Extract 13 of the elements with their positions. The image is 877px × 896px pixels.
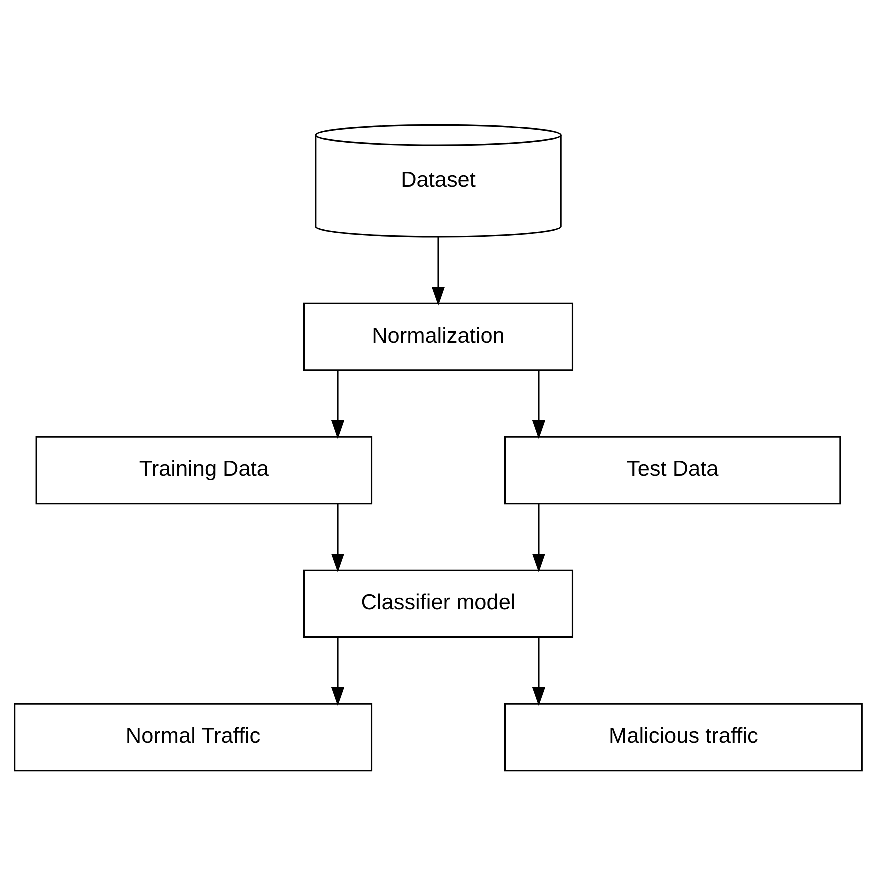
arrow [332, 370, 345, 440]
node-box: Malicious traffic [504, 703, 863, 772]
node-box: Normalization [303, 302, 574, 372]
arrow [332, 638, 345, 706]
arrow [532, 638, 546, 706]
arrow [432, 237, 446, 306]
node-box: Training Data [36, 436, 373, 505]
node-box: Normal Traffic [14, 703, 373, 772]
node-box: Classifier model [303, 570, 574, 638]
node-box: Test Data [504, 436, 842, 505]
arrow [332, 504, 345, 573]
arrow [532, 370, 546, 440]
arrow [532, 504, 546, 573]
